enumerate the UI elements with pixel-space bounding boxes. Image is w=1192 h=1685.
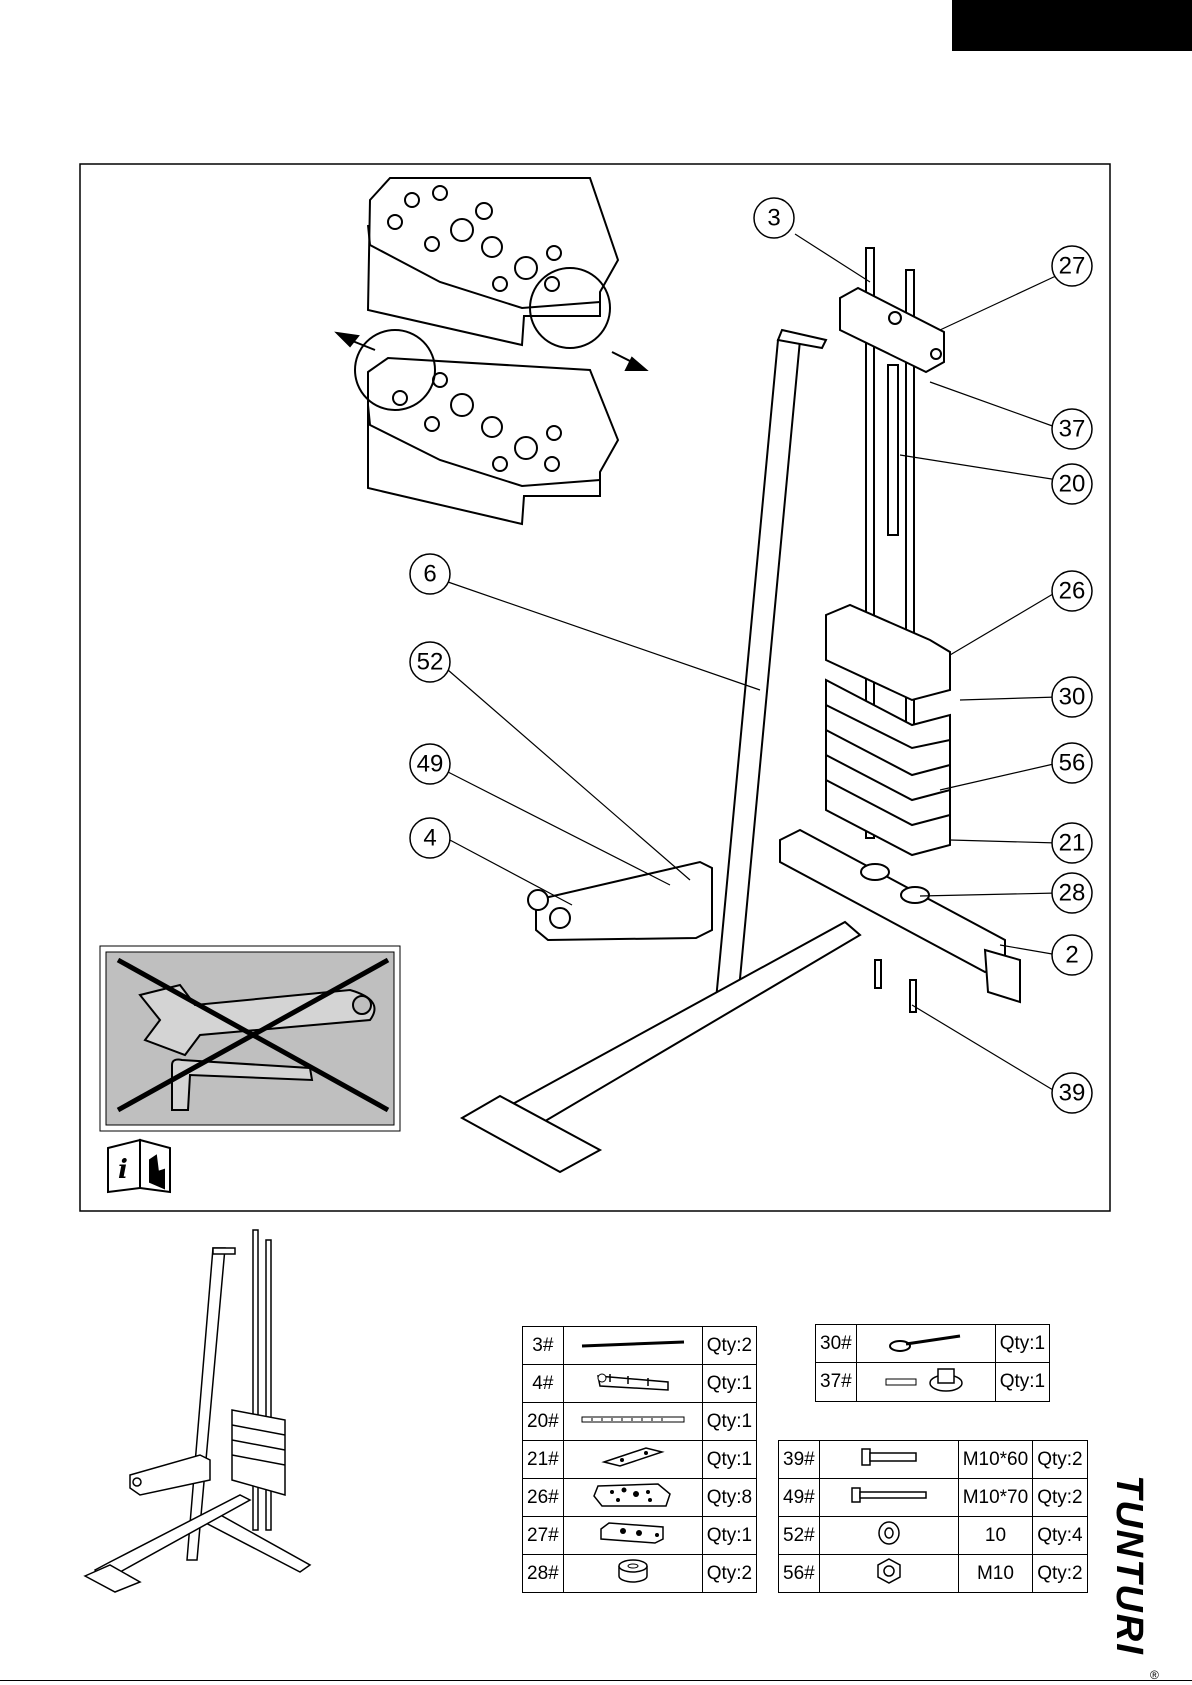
pin-icon	[856, 1325, 995, 1363]
part-qty: Qty:1	[995, 1363, 1049, 1402]
bottom-rule	[0, 1680, 1192, 1681]
table-row: 52# 10 Qty:4	[779, 1517, 1088, 1555]
table-row: 37# Qty:1	[816, 1363, 1050, 1402]
top-plate-icon	[563, 1517, 702, 1555]
callout-20: 20	[1059, 471, 1086, 498]
table-row: 39# M10*60 Qty:2	[779, 1441, 1088, 1479]
part-id: 3#	[523, 1327, 564, 1365]
rod-icon	[563, 1327, 702, 1365]
table-row: 49# M10*70 Qty:2	[779, 1479, 1088, 1517]
table-row: 28# Qty:2	[523, 1555, 757, 1593]
part-id: 37#	[816, 1363, 857, 1402]
table-row: 4# Qty:1	[523, 1365, 757, 1403]
part-id: 39#	[779, 1441, 820, 1479]
part-qty: Qty:2	[1033, 1441, 1087, 1479]
selector-rod-icon	[563, 1403, 702, 1441]
part-qty: Qty:1	[702, 1441, 756, 1479]
part-id: 27#	[523, 1517, 564, 1555]
bracket-icon	[563, 1365, 702, 1403]
callout-27: 27	[1059, 253, 1086, 280]
part-id: 21#	[523, 1441, 564, 1479]
brand-logo: TUNTURI	[1107, 1475, 1150, 1656]
nut-icon	[819, 1555, 958, 1593]
part-id: 26#	[523, 1479, 564, 1517]
table-row: 30# Qty:1	[816, 1325, 1050, 1363]
part-qty: Qty:2	[702, 1555, 756, 1593]
part-qty: Qty:8	[702, 1479, 756, 1517]
part-id: 4#	[523, 1365, 564, 1403]
table-row: 20# Qty:1	[523, 1403, 757, 1441]
callout-26: 26	[1059, 578, 1086, 605]
parts-table-right-top: 30# Qty:1 37# Qty:1	[815, 1324, 1050, 1402]
callout-39: 39	[1059, 1080, 1086, 1107]
weight-plate-icon	[563, 1479, 702, 1517]
part-qty: Qty:1	[995, 1325, 1049, 1363]
callout-2: 2	[1065, 942, 1078, 969]
tools-crossed-icon	[100, 946, 400, 1131]
washer-icon	[819, 1517, 958, 1555]
bolt-icon	[819, 1441, 958, 1479]
callout-6: 6	[423, 561, 436, 588]
callout-37: 37	[1059, 416, 1086, 443]
assembled-machine-thumbnail	[85, 1230, 310, 1592]
part-size: M10	[958, 1555, 1033, 1593]
part-id: 20#	[523, 1403, 564, 1441]
part-size: M10*60	[958, 1441, 1033, 1479]
parts-table-right-bottom: 39# M10*60 Qty:2 49# M10*70 Qty:2 52# 10…	[778, 1440, 1088, 1593]
part-size: 10	[958, 1517, 1033, 1555]
table-row: 3# Qty:2	[523, 1327, 757, 1365]
plate-icon	[563, 1441, 702, 1479]
table-row: 26# Qty:8	[523, 1479, 757, 1517]
table-row: 27# Qty:1	[523, 1517, 757, 1555]
manual-info-icon: i	[108, 1140, 170, 1192]
part-id: 56#	[779, 1555, 820, 1593]
bushing-icon	[563, 1555, 702, 1593]
part-qty: Qty:2	[1033, 1479, 1087, 1517]
callout-3: 3	[767, 205, 780, 232]
part-id: 30#	[816, 1325, 857, 1363]
callout-28: 28	[1059, 880, 1086, 907]
part-id: 28#	[523, 1555, 564, 1593]
part-size: M10*70	[958, 1479, 1033, 1517]
part-qty: Qty:1	[702, 1365, 756, 1403]
part-qty: Qty:1	[702, 1403, 756, 1441]
part-qty: Qty:2	[702, 1327, 756, 1365]
callout-30: 30	[1059, 684, 1086, 711]
spacer-icon	[856, 1363, 995, 1402]
part-id: 52#	[779, 1517, 820, 1555]
plate-detail-illustration	[337, 178, 646, 524]
part-qty: Qty:2	[1033, 1555, 1087, 1593]
part-id: 49#	[779, 1479, 820, 1517]
table-row: 21# Qty:1	[523, 1441, 757, 1479]
callout-56: 56	[1059, 750, 1086, 777]
callout-4: 4	[423, 825, 436, 852]
callout-52: 52	[417, 649, 444, 676]
part-qty: Qty:4	[1033, 1517, 1087, 1555]
part-qty: Qty:1	[702, 1517, 756, 1555]
parts-table-left: 3# Qty:2 4# Qty:1 20# Qty:1 21# Qty:1 26…	[522, 1326, 757, 1593]
svg-text:i: i	[118, 1155, 128, 1185]
callout-21: 21	[1059, 830, 1086, 857]
long-bolt-icon	[819, 1479, 958, 1517]
table-row: 56# M10 Qty:2	[779, 1555, 1088, 1593]
callout-49: 49	[417, 751, 444, 778]
